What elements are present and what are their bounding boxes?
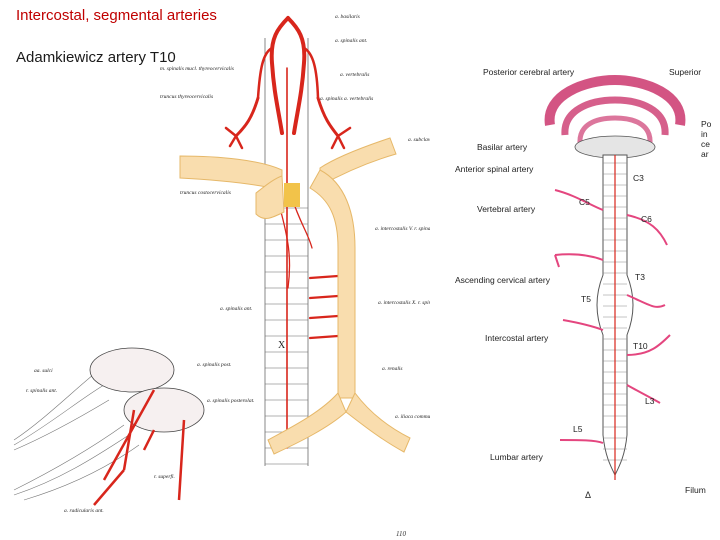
level-label-5: T10 xyxy=(633,341,648,351)
right-edge-text-1: in xyxy=(701,129,708,139)
highlight-vertebra xyxy=(284,183,300,207)
slide-subtitle: Adamkiewicz artery T10 xyxy=(16,49,176,66)
red-arteries xyxy=(224,16,352,449)
bottom-label-3: a. spinalis posterolat. xyxy=(207,398,254,404)
cross-section-arteries xyxy=(93,389,186,506)
left-label-8: a. intercostalis X. r. spinalis xyxy=(378,300,430,306)
level-label-0: C3 xyxy=(633,173,644,183)
left-figure-labels: a. basilaris a. spinalis ant. a. vertebral… xyxy=(160,14,430,420)
right-label-3: Anterior spinal artery xyxy=(455,164,534,174)
page-number: 110 xyxy=(396,530,406,538)
level-label-2: C6 xyxy=(641,214,652,224)
left-label-4: truncus thyreocervicalis xyxy=(160,94,213,100)
bottom-label-4: r. superfi. xyxy=(154,473,175,480)
left-label-1: a. spinalis ant. xyxy=(335,38,367,44)
left-label-6: truncus costocervicalis xyxy=(180,190,231,196)
left-label-5: a. subclavia xyxy=(408,137,430,143)
bottom-label-5: a. radicularis ant. xyxy=(64,508,104,514)
left-label-7: a. intercostalis V. r. spinalis xyxy=(375,226,430,232)
right-label-1: Superior xyxy=(669,67,701,77)
bottom-label-1: r. spinalis ant. xyxy=(26,388,57,394)
right-label-5: Ascending cervical artery xyxy=(455,275,551,285)
left-label-9: a. spinalis ant. xyxy=(220,306,252,312)
left-label-2: a. vertebralis xyxy=(340,72,369,78)
right-label-2: Basilar artery xyxy=(477,142,528,152)
right-label-4: Vertebral artery xyxy=(477,204,536,214)
right-label-6: Intercostal artery xyxy=(485,333,549,343)
triangle-symbol: Δ xyxy=(585,490,591,500)
left-label-3: a. spinalis a. vertebralis xyxy=(320,96,373,102)
level-label-7: L5 xyxy=(573,424,583,434)
cord-segments xyxy=(89,347,205,433)
left-label-0: a. basilaris xyxy=(335,14,360,20)
yellow-vessels xyxy=(179,137,411,455)
segmental-branches xyxy=(554,189,671,444)
right-edge-text-3: ar xyxy=(701,149,709,159)
right-label-7: Lumbar artery xyxy=(490,452,544,462)
right-anatomy-figure: Posterior cerebral artery SuperiorBasilar… xyxy=(455,67,712,500)
level-label-4: T5 xyxy=(581,294,591,304)
level-label-3: T3 xyxy=(635,272,645,282)
level-label-6: L3 xyxy=(645,396,655,406)
left-label-11: a. iliaca communis xyxy=(395,414,430,420)
left-label-10: a. renalis xyxy=(382,366,403,372)
right-edge-text-0: Po xyxy=(701,119,712,129)
right-figure-labels: Posterior cerebral artery SuperiorBasilar… xyxy=(455,67,712,500)
bottom-figure-labels: aa. sulci r. spinalis ant. a. spinalis pos… xyxy=(26,362,254,514)
bottom-label-2: a. spinalis post. xyxy=(197,362,232,368)
right-label-0: Posterior cerebral artery xyxy=(483,67,575,77)
right-label-8: Filum xyxy=(685,485,706,495)
cerebral-arteries xyxy=(544,74,686,144)
spinal-cord-cross-section-figure: aa. sulci r. spinalis ant. a. spinalis pos… xyxy=(13,347,254,514)
bottom-label-0: aa. sulci xyxy=(34,368,53,374)
level-label-1: C5 xyxy=(579,197,590,207)
vertebral-column xyxy=(264,38,309,466)
roman-marker: X xyxy=(278,340,286,351)
left-label-12: m. spinalis mucl. thyreocervicalis xyxy=(160,66,234,72)
right-edge-text-2: ce xyxy=(701,139,710,149)
left-anatomy-figure: a. basilaris a. spinalis ant. a. vertebral… xyxy=(160,14,430,466)
slide-title: Intercostal, segmental arteries xyxy=(16,7,217,24)
nerve-roots xyxy=(13,369,140,501)
